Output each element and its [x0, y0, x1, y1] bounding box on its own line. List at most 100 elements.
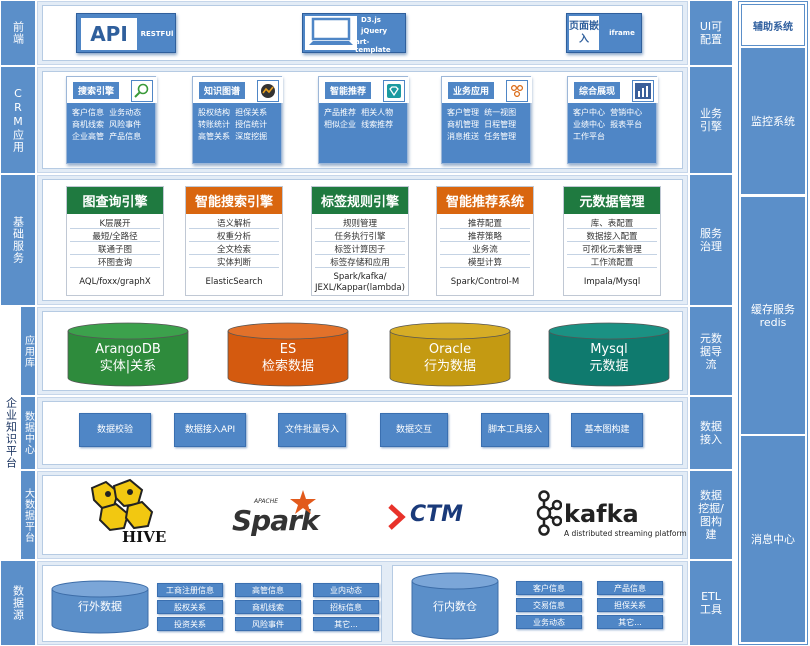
internal-cylinder-shape: [411, 572, 499, 640]
label-ui-config-text: UI可配置: [699, 20, 723, 46]
internal-source-item[interactable]: 交易信息: [516, 598, 582, 612]
external-source-item[interactable]: 股权关系: [157, 600, 223, 614]
engine-title: 智能搜索引擎: [186, 187, 282, 214]
frontend-api-box: API RESTFUl: [76, 13, 176, 53]
internal-source-item[interactable]: 担保关系: [597, 598, 663, 612]
internal-source-item[interactable]: 业务动态: [516, 615, 582, 629]
database-name: Oracle: [428, 342, 472, 357]
crm-card-line: 转账统计 授信统计: [198, 120, 268, 129]
internal-cylinder: 行内数仓: [410, 572, 500, 640]
external-source-item[interactable]: 商机线索: [235, 600, 301, 614]
engine-title: 智能推荐系统: [437, 187, 533, 214]
data-center-button-2[interactable]: 文件批量导入: [278, 413, 346, 447]
hive-text: HIVE: [122, 528, 167, 546]
data-center-button-4[interactable]: 脚本工具接入: [481, 413, 549, 447]
engine-footer: AQL/foxx/graphX: [79, 277, 151, 287]
aux-cache-text: 缓存服务redis: [751, 302, 795, 329]
hive-logo: HIVE: [84, 478, 167, 550]
external-cylinder-shape: [51, 580, 149, 634]
kafka-subtitle: A distributed streaming platform: [564, 529, 687, 538]
d3-label: D3.js: [361, 16, 381, 24]
api-label: API: [81, 18, 137, 50]
engine-item: 任务执行引擎: [315, 230, 405, 242]
external-source-item[interactable]: 工商注册信息: [157, 583, 223, 597]
crm-card-header: 业务应用: [442, 77, 532, 103]
database-desc: 元数据: [589, 359, 629, 374]
label-mining: 数据挖掘/图构建: [690, 471, 732, 559]
external-source-item[interactable]: 招标信息: [313, 600, 379, 614]
hive-bee-icon: [90, 478, 154, 532]
aux-monitor-text: 监控系统: [751, 114, 795, 128]
crm-card-line: 商机管理 日程管理: [447, 120, 517, 129]
engine-item: 业务流: [440, 243, 530, 255]
engine-item: 权重分析: [189, 230, 279, 242]
external-source-item[interactable]: 其它...: [313, 617, 379, 631]
internal-source-item[interactable]: 产品信息: [597, 581, 663, 595]
embed-label: 页面嵌入: [569, 16, 599, 50]
engine-footer: Impala/Mysql: [583, 277, 641, 287]
data-center-button-3[interactable]: 数据交互: [380, 413, 448, 447]
crm-card-2[interactable]: 智能推荐产品推荐 相关人物相似企业 线索推荐: [318, 76, 409, 164]
internal-source-item[interactable]: 客户信息: [516, 581, 582, 595]
monitor-icon: [309, 17, 353, 45]
crm-card-line: 客户管理 统一视图: [447, 108, 517, 117]
label-etl-text: ETL工具: [700, 590, 722, 616]
internal-label: 行内数仓: [433, 600, 477, 613]
crm-card-0[interactable]: 搜索引擎客户信息 业务动态商机线索 风险事件企业高管 产品信息: [66, 76, 157, 164]
external-cylinder: 行外数据: [50, 580, 150, 634]
external-source-item[interactable]: 风险事件: [235, 617, 301, 631]
engine-item: 模型计算: [440, 256, 530, 268]
label-frontend: 前端: [1, 1, 35, 65]
crm-card-line: 高管关系 深度挖掘: [198, 132, 268, 141]
external-source-item[interactable]: 高管信息: [235, 583, 301, 597]
engine-item: 实体判断: [189, 256, 279, 268]
data-center-button-1[interactable]: 数据接入API: [174, 413, 246, 447]
database-name: ArangoDB: [95, 342, 161, 357]
label-bigdata-text: 大数据平台: [22, 487, 34, 543]
crm-card-line: 业绩中心 报表平台: [573, 120, 643, 129]
internal-source-item[interactable]: 其它...: [597, 615, 663, 629]
crm-card-header: 综合展现: [568, 77, 658, 103]
label-base-services-text: 基础服务: [11, 216, 25, 264]
aux-monitor: 监控系统: [741, 48, 805, 194]
engine-item: 规则管理: [315, 217, 405, 229]
database-desc: 检索数据: [261, 359, 314, 374]
magnifier-icon: [131, 80, 153, 102]
crm-card-line: 产品推荐 相关人物: [324, 108, 394, 117]
engine-item: K层展开: [70, 217, 160, 229]
external-source-item[interactable]: 投资关系: [157, 617, 223, 631]
engine-footer: ElasticSearch: [205, 277, 263, 287]
engine-item: 数据接入配置: [567, 230, 657, 242]
label-crm: CRM应用: [1, 67, 35, 173]
crm-card-body: 客户中心 营销中心业绩中心 报表平台工作平台: [568, 103, 656, 163]
crm-card-4[interactable]: 综合展现客户中心 营销中心业绩中心 报表平台工作平台: [567, 76, 658, 164]
data-center-button-0[interactable]: 数据校验: [79, 413, 151, 447]
engine-item: 推荐策略: [440, 230, 530, 242]
crm-card-1[interactable]: 知识图谱股权结构 担保关系转账统计 授信统计高管关系 深度挖掘: [192, 76, 283, 164]
data-center-button-5[interactable]: 基本图构建: [571, 413, 643, 447]
crm-card-3[interactable]: 业务应用客户管理 统一视图商机管理 日程管理消息推送 任务管理: [441, 76, 532, 164]
spark-text: Spark: [232, 504, 320, 537]
crm-card-body: 客户信息 业务动态商机线索 风险事件企业高管 产品信息: [67, 103, 155, 163]
restful-label: RESTFUl: [140, 30, 174, 38]
label-biz-engine-text: 业务引擎: [700, 107, 722, 133]
cylinder-shape: [548, 322, 670, 387]
label-datasource-text: 数据源: [11, 585, 25, 621]
label-metadata-flow: 元数据导流: [690, 307, 732, 395]
engine-item: 最短/全路径: [70, 230, 160, 242]
external-source-item[interactable]: 业内动态: [313, 583, 379, 597]
label-data-access: 数据接入: [690, 397, 732, 469]
kafka-text: kafka: [564, 500, 639, 528]
